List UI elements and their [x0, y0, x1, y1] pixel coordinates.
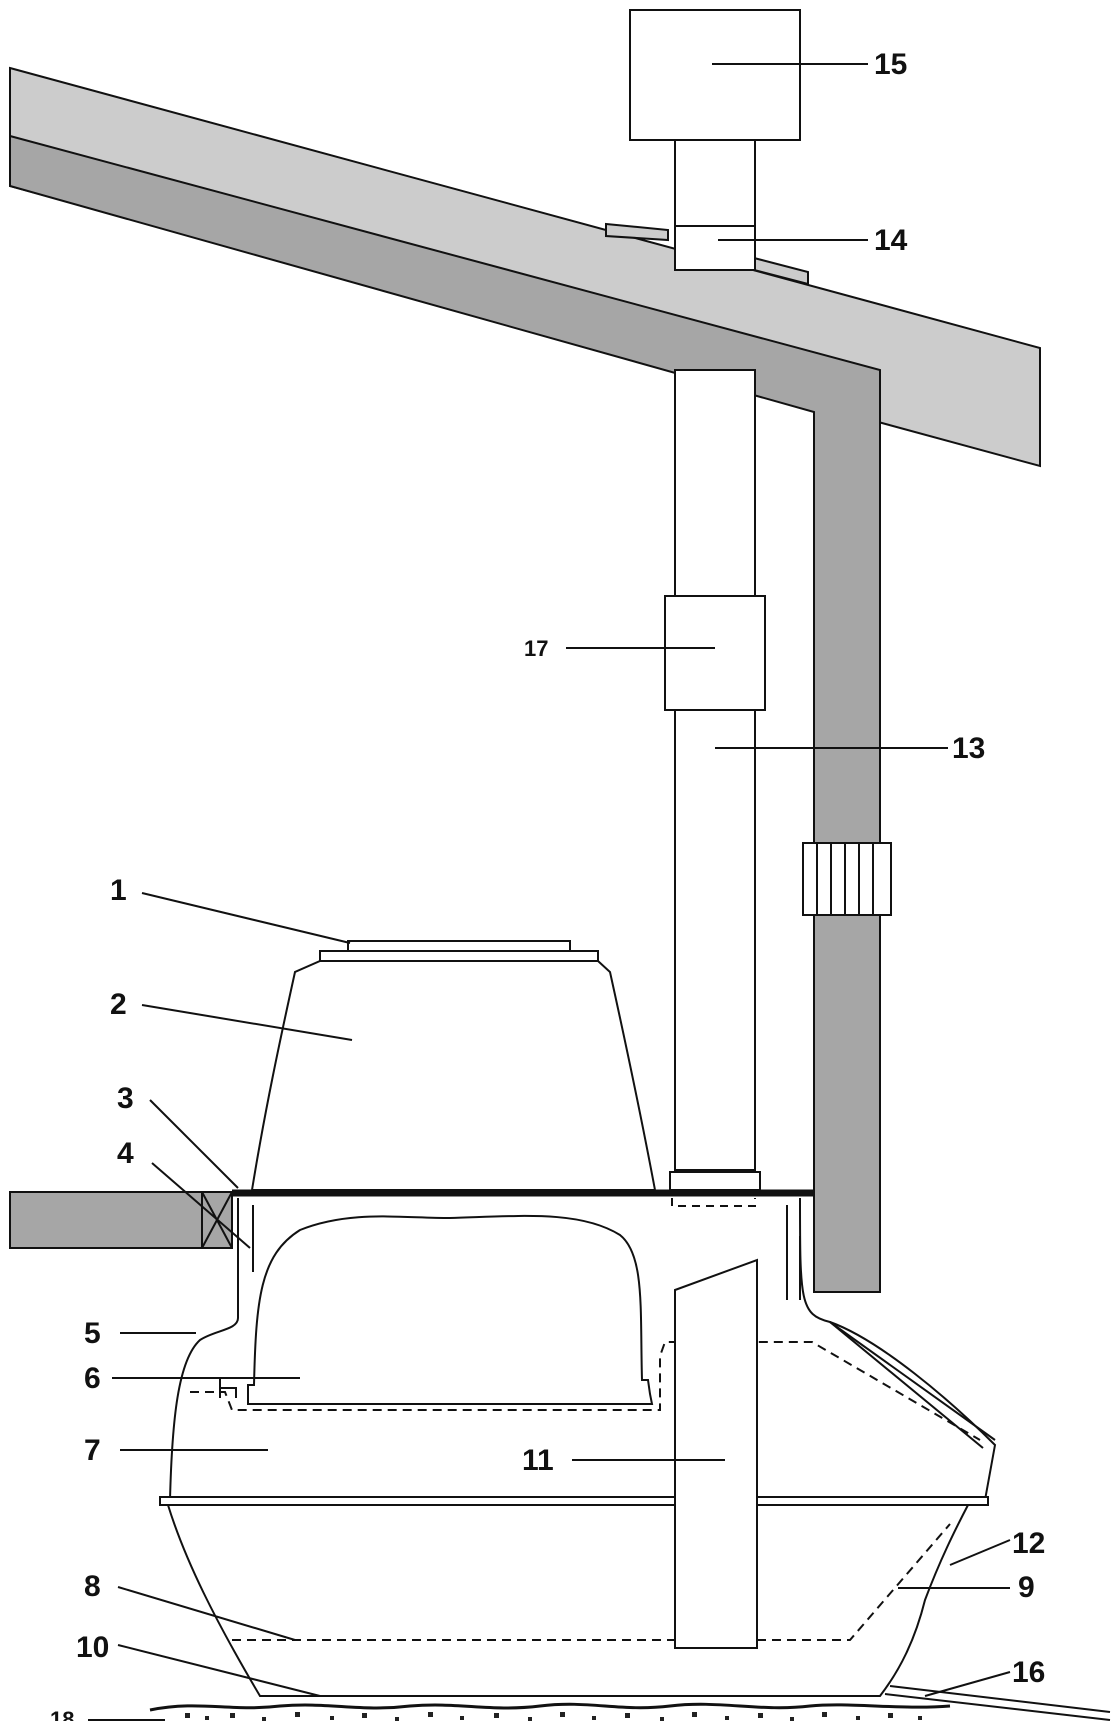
floor-slab — [9, 1191, 203, 1249]
side-duct-mid — [829, 1321, 984, 1449]
label-7: 7 — [84, 1434, 101, 1467]
label-15: 15 — [874, 48, 907, 81]
pipe-floor-collar — [669, 1171, 761, 1191]
tank-lower-body — [167, 1504, 969, 1697]
vent-fan-housing — [664, 595, 766, 711]
toilet-pedestal — [250, 960, 657, 1191]
lower-compost-level — [232, 1523, 951, 1641]
label-11: 11 — [522, 1444, 554, 1477]
ground-gravel — [185, 1712, 922, 1721]
label-4: 4 — [117, 1137, 134, 1170]
pipe-floor-dash — [671, 1198, 756, 1207]
label-16: 16 — [1012, 1656, 1045, 1689]
label-3: 3 — [117, 1082, 134, 1115]
label-14: 14 — [874, 224, 908, 257]
ceiling-wall-band — [9, 134, 881, 1293]
label-18: 18 — [50, 1707, 74, 1721]
tank-upper-body — [168, 1197, 997, 1501]
divider-plate — [674, 1258, 758, 1649]
label-6: 6 — [84, 1362, 101, 1395]
label-10: 10 — [76, 1631, 109, 1664]
drain-pipe-top — [889, 1685, 1111, 1713]
chute-funnel — [247, 1214, 654, 1405]
side-duct-top — [829, 1321, 996, 1441]
chute-flange-left-2 — [220, 1387, 237, 1398]
upper-compost-level — [190, 1341, 981, 1441]
label-5: 5 — [84, 1317, 101, 1350]
vent-cap — [629, 9, 801, 141]
vent-pipe — [674, 369, 756, 1171]
label-2: 2 — [110, 988, 127, 1021]
toilet-seat — [319, 950, 599, 962]
label-8: 8 — [84, 1570, 101, 1603]
label-1: 1 — [110, 874, 127, 907]
toilet-lid — [347, 940, 571, 952]
drain-pipe-bottom — [884, 1693, 1111, 1721]
vent-pipe-top — [674, 139, 756, 271]
label-13: 13 — [952, 732, 985, 765]
label-9: 9 — [1018, 1571, 1035, 1604]
leader-lines — [88, 63, 1011, 1721]
wall-grille — [802, 842, 892, 916]
tank-rim — [159, 1496, 989, 1506]
label-17: 17 — [524, 636, 548, 661]
roof-flashing — [605, 222, 669, 242]
label-12: 12 — [1012, 1527, 1045, 1560]
roof-slab — [9, 66, 1041, 468]
ground-line — [149, 1702, 951, 1712]
